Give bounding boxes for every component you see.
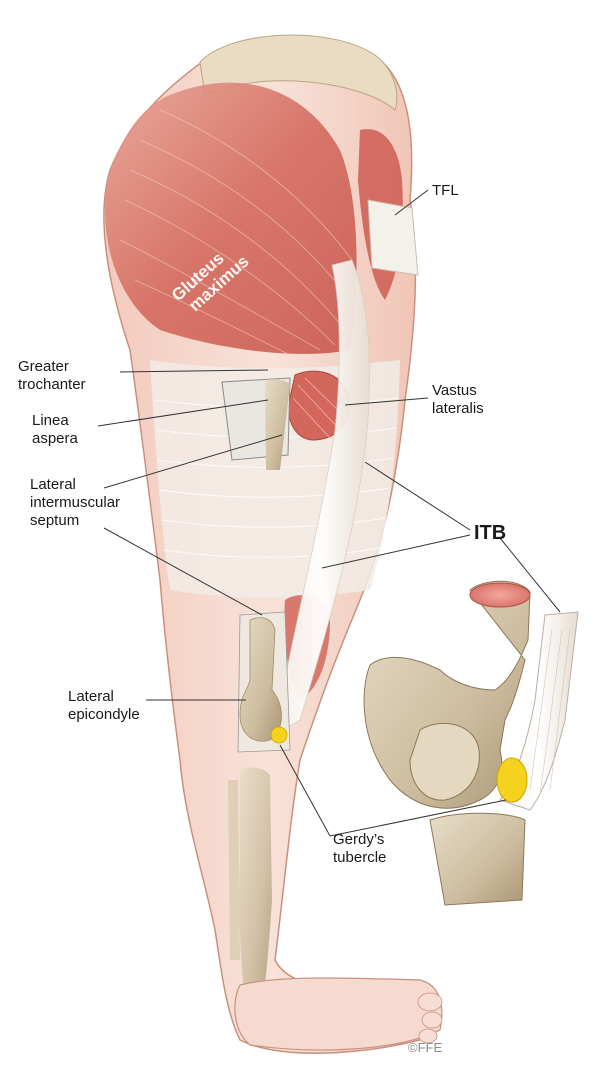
lateral-intermuscular-septum-label: Lateral intermuscular septum	[30, 476, 121, 529]
linea-aspera-label: Linea aspera	[32, 412, 78, 447]
gluteus-maximus-muscle	[105, 82, 357, 354]
gerdys-leader-b	[329, 799, 507, 837]
iliac-crest	[199, 34, 398, 111]
vastus-lateralis-label: Vastus lateralis	[432, 382, 484, 417]
inset-tibia	[429, 812, 526, 906]
linea-aspera-leader	[97, 399, 269, 427]
inset-marrow	[469, 582, 531, 608]
itb-leader-b	[321, 534, 471, 569]
inset-condyle	[409, 722, 480, 801]
copyright-mark: ©FFE	[408, 1040, 443, 1055]
femur-lower	[239, 617, 282, 742]
vastus-lateralis-leader	[344, 397, 429, 406]
intermuscular-septum-leader-b	[103, 527, 263, 616]
tfl-leader	[394, 189, 429, 216]
itb-leader-a	[364, 461, 471, 531]
itb-label: ITB	[474, 522, 507, 544]
gluteus-fibers	[119, 109, 353, 356]
tibia	[239, 767, 272, 1000]
femur-shaft-upper	[265, 379, 290, 470]
leader-lines	[97, 189, 561, 837]
lateral-epicondyle-label: Lateral epicondyle	[68, 688, 140, 723]
foot	[234, 977, 443, 1051]
inset-itb-fibers	[529, 629, 571, 796]
gerdys-tubercle-inset	[496, 757, 528, 803]
greater-trochanter-leader	[119, 369, 269, 373]
greater-trochanter-label: Greater trochanter	[18, 358, 86, 393]
fibula	[228, 780, 240, 960]
gerdys-tubercle-marker-leg	[270, 726, 288, 744]
gerdys-tubercle-label: Gerdy’s tubercle	[333, 831, 387, 866]
knee-inset	[363, 580, 579, 906]
intermuscular-septum-leader-a	[103, 434, 283, 489]
tfl-flap	[367, 199, 419, 276]
tfl-label: TFL	[432, 182, 459, 199]
itb-leader-c	[499, 537, 561, 613]
gerdys-leader-a	[279, 744, 331, 837]
toes	[417, 992, 443, 1044]
